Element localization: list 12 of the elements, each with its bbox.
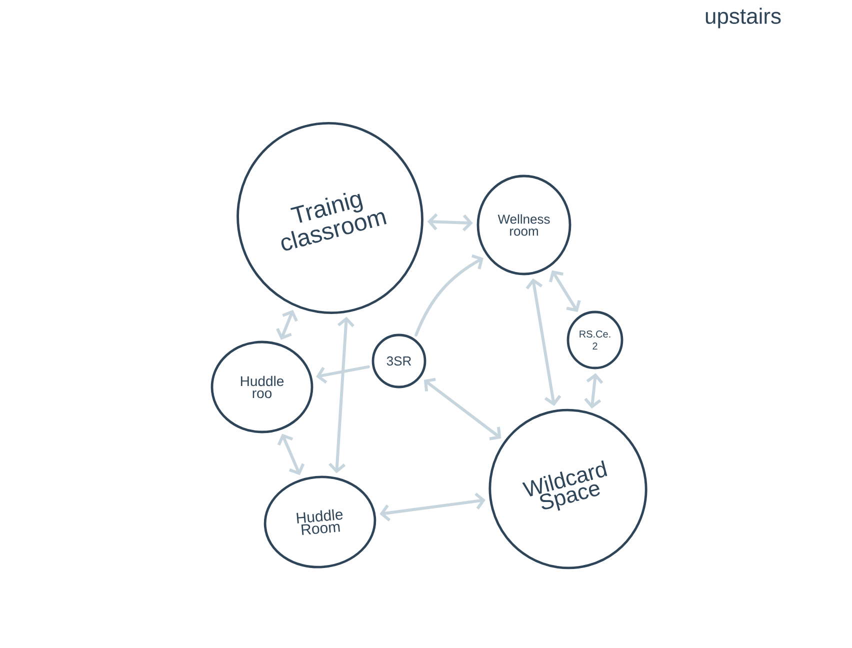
double-arrow: [526, 278, 562, 406]
arrow: [316, 365, 370, 384]
double-arrow: [427, 213, 473, 232]
double-arrow: [548, 270, 581, 312]
arrow: [414, 254, 484, 336]
double-arrow: [328, 316, 354, 474]
double-arrow: [424, 378, 502, 440]
heading: upstairs: [706, 8, 781, 28]
double-arrow: [380, 492, 486, 522]
double-arrow: [276, 310, 298, 340]
double-arrow: [277, 434, 305, 476]
double-arrow: [584, 373, 604, 409]
